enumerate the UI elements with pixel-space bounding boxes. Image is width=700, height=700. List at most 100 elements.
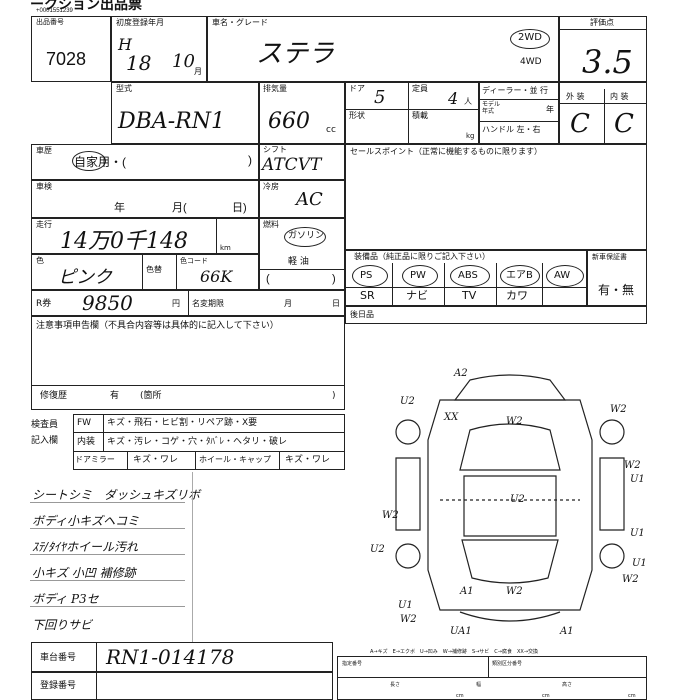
shape-label: 形状 [349,111,365,120]
equip-navi: ナビ [406,289,428,302]
registration-number-box: 登録番号 [31,672,333,700]
mark-w2-rear-right: W2 [622,574,639,585]
color-code-value: 66K [200,267,233,286]
mark-xx: XX [443,412,459,423]
length-label: 長さ [390,682,401,688]
drive-2wd: 2WD [518,32,542,43]
doors-value: 5 [374,87,386,108]
remarks-area: シートシミ ダッシュキズリボ ボディ小キズヘコミ ｽﾃ/ﾀｲﾔホイール汚れ 小キ… [0,478,200,638]
displacement-value: 660 [268,109,310,134]
int-value: C [614,109,634,139]
meigi-day: 日 [332,299,340,308]
registration-month: 10 [172,51,195,72]
class-number-label: 類別区分番号 [492,661,523,667]
ext-label: 外 装 [566,92,585,101]
dealer-label: ディーラー・並 行 [482,86,548,95]
fuel-paren-right: ) [332,273,336,285]
mirror-label: ドアミラー [75,455,115,464]
inspection-month: 月( [172,202,187,214]
car-diagram: A2 U2 XX W2 W2 W2 U1 U2 W2 U1 W2 U2 W2 U… [370,368,647,637]
score-value: 3.5 [582,43,633,81]
aircon-label: 冷房 [263,182,279,191]
remark-3: ｽﾃ/ﾀｲﾔホイール汚れ [32,540,139,554]
remark-1: シートシミ ダッシュキズリボ [32,488,201,502]
equipment-box: 装備品（純正品に限りご記入下さい） PS PW ABS エアB AW SR ナビ… [345,250,587,306]
shift-box: シフト ATCVT [259,144,345,180]
top-serial: +0001551239 [36,8,73,14]
fuel-diesel: 軽 油 [288,257,309,267]
wheel-label: ホイール・キャップ [199,455,271,464]
lot-box: 出品番号 7028 [31,16,111,82]
car-name-label: 車名・グレード [212,18,268,27]
lot-number: 7028 [46,49,87,69]
fw-items: キズ・飛石・ヒビ割・リペア跡・X要 [107,418,258,428]
load-kg: kg [466,132,475,140]
width-label: 幅 [476,682,482,688]
inspection-box: 車検 年 月( 日) [31,180,259,218]
displacement-box: 排気量 660 cc [259,82,345,144]
chassis-label: 車台番号 [40,653,77,663]
repair-paren: (箇所 [140,391,162,401]
remark-6: 下回りサビ [32,618,93,632]
ext-value: C [570,109,590,139]
width-unit: cm [542,693,550,699]
mark-u1-rear-left: U1 [398,600,413,611]
registration-box: 初度登録年月 H 18 10 月 [111,16,207,82]
equip-tv: TV [462,289,477,302]
interior-items: キズ・汚レ・コゲ・穴・ﾀﾊﾞﾚ・ヘタリ・破レ [107,437,288,447]
fuel-box: 燃料 ガソリン 軽 油 ( ) [259,218,345,290]
warranty-box: 新車保証書 有・無 [587,250,647,306]
model-box: 型式 DBA-RN1 [111,82,259,144]
load-label: 積載 [412,111,428,120]
height-unit: cm [628,693,636,699]
mark-u2-rear-left: U2 [370,544,385,555]
inspector-label: 検査員 [31,420,59,430]
drive-circle [510,29,550,49]
repair-close: ) [332,391,336,401]
shift-value: ATCVT [262,155,322,175]
repair-yes: 有 [110,391,120,401]
remark-5: ボディ P3セ [32,592,99,606]
mark-w2-right-1: W2 [624,460,641,471]
checks-area: 検査員 記入欄 FW キズ・飛石・ヒビ割・リペア跡・X要 内装 キズ・汚レ・コゲ… [31,410,345,472]
year-unit: 年 [546,105,554,114]
price-box: R券 9850 円 名変期限 月 日 [31,290,345,316]
displacement-label: 排気量 [263,84,287,93]
registration-year: 18 [126,51,152,75]
warranty-label: 新車保証書 [592,253,627,261]
mileage-box: 走行 14万0千148 km [31,218,259,254]
registration-label: 初度登録年月 [116,18,164,27]
dealer-box: ディーラー・並 行 モデル 年式 年 ハンドル 左・右 [479,82,559,144]
mark-a1-left: A1 [459,586,474,597]
lot-label: 出品番号 [36,18,64,26]
mileage-unit: km [220,244,231,252]
vehicle-type-close: ) [248,153,252,167]
registration-era: H [118,35,132,54]
interior-label: 内装 [77,437,96,447]
repair-label: 修復歴 [40,391,68,401]
handle-label: ハンドル 左・右 [482,125,541,134]
score-label: 評価点 [590,18,614,27]
drive-4wd: 4WD [520,57,542,67]
mark-u2-front-left: U2 [400,396,415,407]
chassis-value: RN1-014178 [106,645,235,669]
remark-2: ボディ小キズヘコミ [32,514,140,528]
inspection-year: 年 [114,202,125,214]
mark-a2-top: A2 [453,368,468,379]
spec-box: 指定番号 類別区分番号 長さ 幅 高さ cm cm cm [337,656,647,700]
equip-leather: カワ [506,289,528,302]
capacity-unit: 人 [464,97,472,106]
mark-w2-front-right: W2 [610,404,627,415]
shift-label: シフト [263,145,287,154]
mark-u1-right-1: U1 [630,474,645,485]
mirror-items: キズ・ワレ [133,455,179,465]
remark-4: 小キズ 小凹 補修跡 [32,566,136,580]
inspection-day: 日) [232,202,247,214]
car-name-value: ステラ [256,39,335,69]
mileage-label: 走行 [36,220,52,229]
sheet-title: ークション出品票 [30,0,142,12]
displacement-unit: cc [326,125,336,135]
mark-a1-rear: A1 [559,626,574,637]
specific-number-label: 指定番号 [342,661,363,667]
model-year-label: モデル 年式 [482,101,501,115]
